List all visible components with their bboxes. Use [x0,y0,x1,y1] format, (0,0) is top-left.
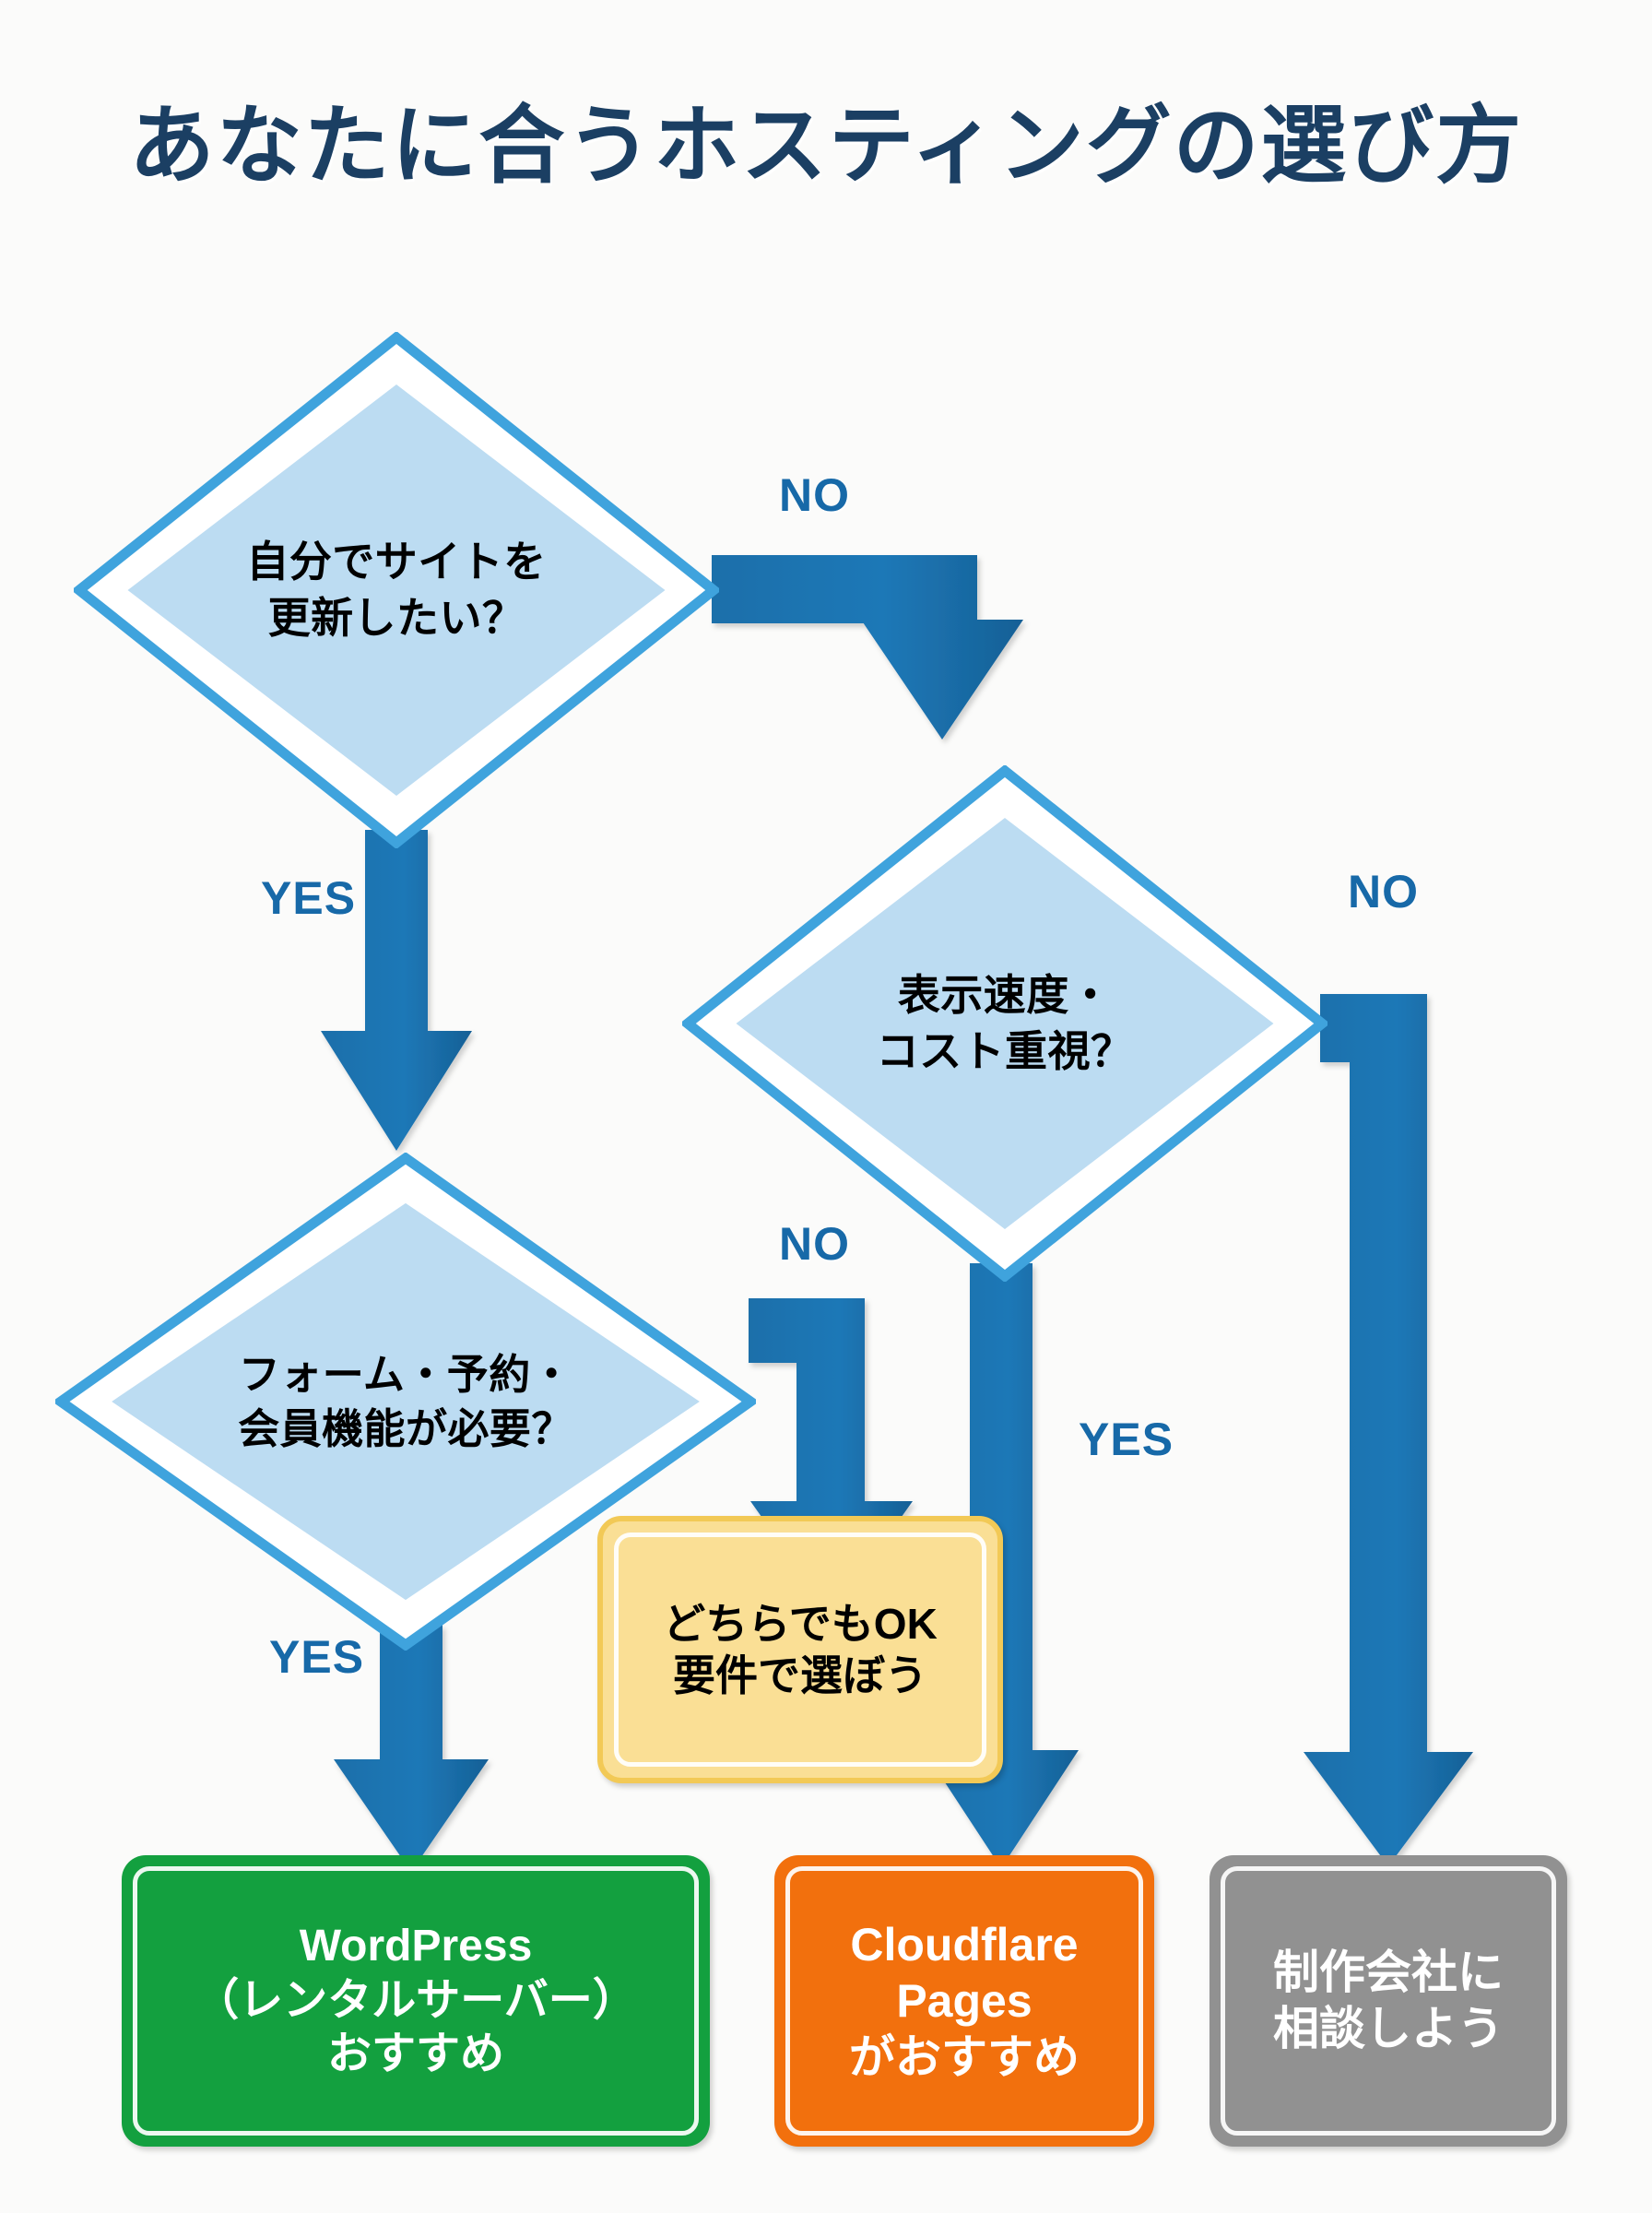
decision-speed-cost-label: 表示速度・ コスト重視？ [876,971,1134,1075]
result-wordpress-label: WordPress （レンタルサーバー） おすすめ [195,1922,637,2079]
edge-decision1-no [712,555,1023,740]
edge-label-decision1-no: NO [779,469,850,521]
decision-form-booking-member-label: フォーム・予約・ 会員機能が必要？ [238,1350,573,1452]
edge-label-decision1-yes: YES [261,872,357,924]
decision-self-update-label: 自分でサイトを 更新したい？ [246,538,547,642]
diamond-shape [74,332,719,848]
decision-form-booking-member[interactable]: フォーム・予約・ 会員機能が必要？ [55,1153,756,1651]
edge-label-decision3-yes: YES [269,1631,365,1683]
edge-decision2-no [1304,994,1473,1866]
note-either-ok[interactable]: どちらでもOK 要件で選ぼう [597,1516,1003,1783]
decision-self-update[interactable]: 自分でサイトを 更新したい？ [74,332,719,848]
note-either-ok-label: どちらでもOK 要件で選ぼう [663,1599,938,1699]
result-cloudflare-pages[interactable]: Cloudflare Pages がおすすめ [774,1855,1154,2147]
edge-label-decision2-no: NO [1348,866,1419,917]
result-wordpress[interactable]: WordPress （レンタルサーバー） おすすめ [122,1855,710,2147]
diamond-shape [682,765,1328,1282]
page-title: あなたに合うホスティングの選び方 [128,98,1524,194]
diamond-shape [55,1153,756,1651]
edge-label-decision2-yes: YES [1079,1414,1174,1465]
edge-label-decision3-no: NO [779,1218,850,1270]
decision-speed-cost[interactable]: 表示速度・ コスト重視？ [682,765,1328,1282]
result-agency-label: 制作会社に 相談しよう [1273,1947,1504,2054]
result-agency[interactable]: 制作会社に 相談しよう [1210,1855,1567,2147]
result-cloudflare-pages-label: Cloudflare Pages がおすすめ [849,1918,1080,2083]
